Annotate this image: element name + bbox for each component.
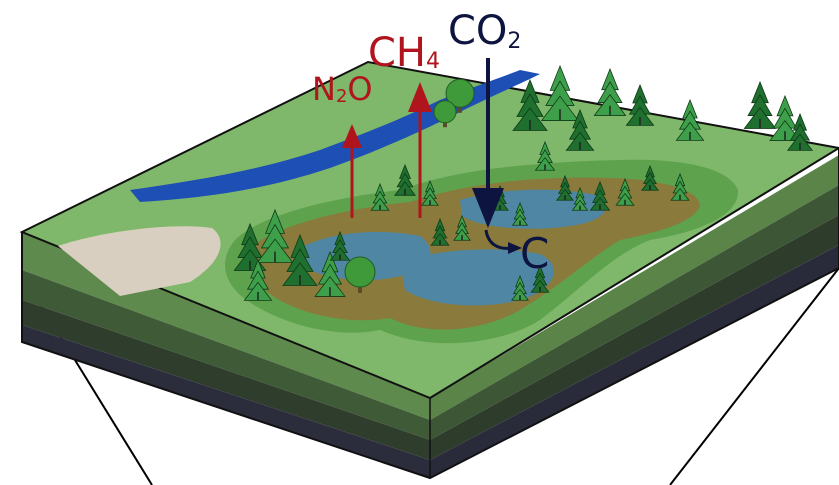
tree (571, 186, 589, 211)
co2-label: CO2 (448, 8, 521, 54)
tree (445, 78, 475, 113)
tree (530, 264, 550, 293)
forest (233, 64, 814, 301)
tree (593, 67, 627, 116)
soil-block (21, 148, 839, 480)
tree (565, 108, 595, 151)
tree (282, 233, 318, 286)
tree (625, 83, 655, 126)
tree (540, 64, 580, 121)
tree (641, 164, 659, 191)
river (130, 70, 540, 202)
n2o-label: N2O (312, 70, 373, 108)
tree (511, 274, 529, 301)
tree (329, 230, 351, 261)
tree (670, 172, 690, 201)
tree (430, 217, 450, 246)
n2o-arrow (342, 124, 362, 218)
tree (370, 182, 390, 211)
tree (314, 250, 346, 297)
co2-uptake-arrow (472, 58, 522, 254)
tree (589, 180, 611, 211)
ch4-label: CH4 (368, 30, 440, 76)
tree (743, 80, 777, 129)
tree (769, 94, 801, 141)
tree (615, 177, 635, 206)
tree (786, 112, 814, 151)
carbon-label: C (520, 229, 549, 278)
ch4-arrow (408, 82, 432, 218)
sand-patch (58, 226, 221, 296)
tree (512, 78, 548, 131)
tree (256, 208, 294, 263)
tree (421, 179, 439, 206)
tree (556, 174, 574, 201)
tree (344, 256, 376, 293)
tree (453, 214, 471, 241)
tree (675, 98, 705, 141)
tree (534, 140, 556, 171)
tree (393, 163, 417, 196)
tree (511, 201, 529, 226)
tree (433, 100, 457, 128)
tree (243, 258, 273, 301)
